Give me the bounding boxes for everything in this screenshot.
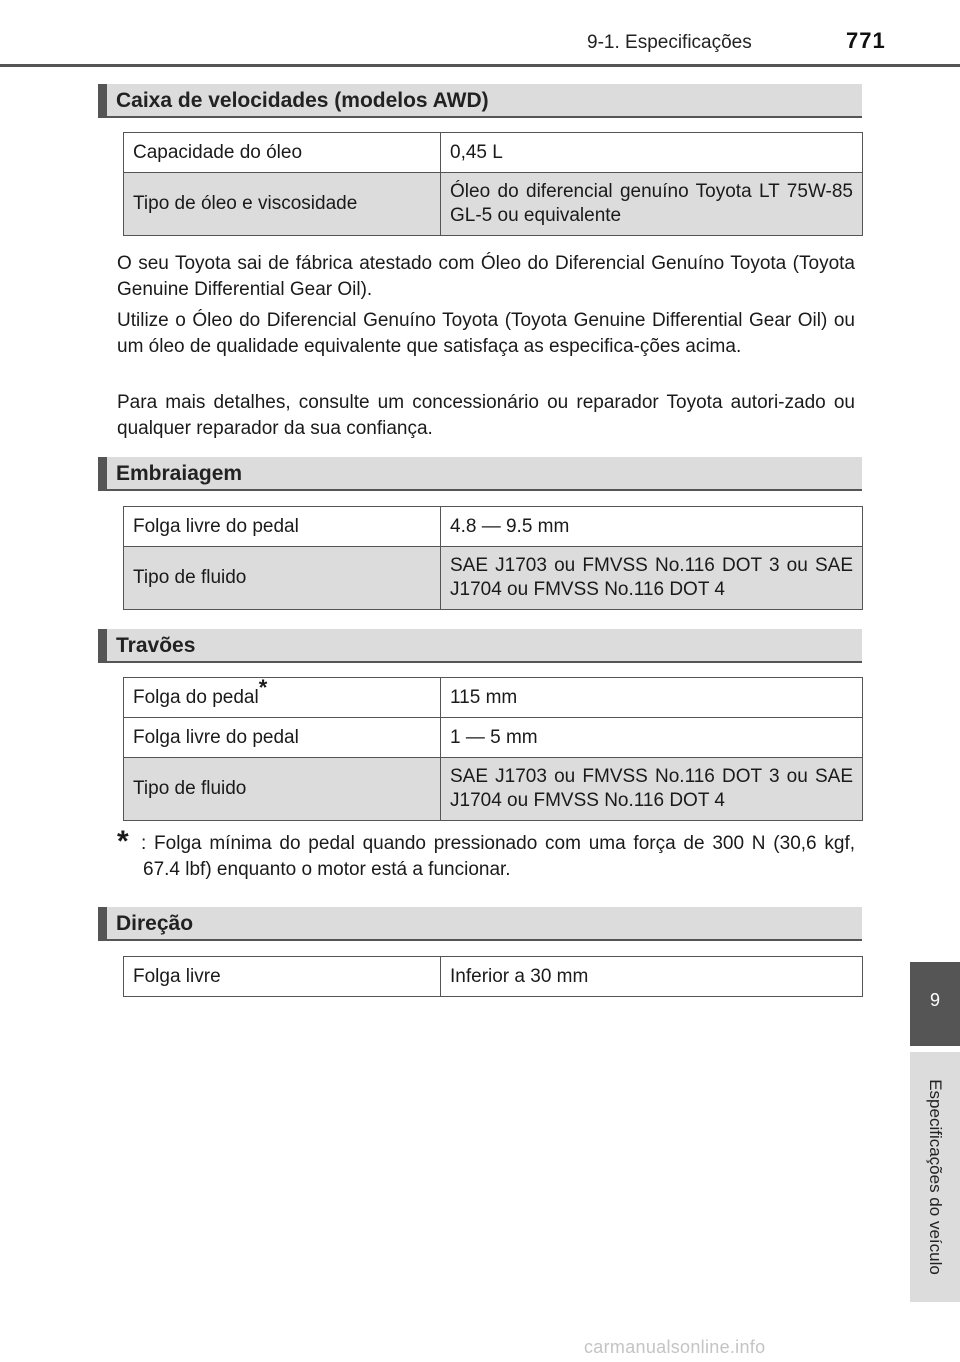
table-row: Tipo de fluido SAE J1703 ou FMVSS No.116…	[123, 757, 863, 821]
section-title: Direção	[116, 912, 194, 935]
section-title: Embraiagem	[116, 462, 243, 485]
table-row: Folga livre do pedal 1 — 5 mm	[123, 717, 863, 758]
section-bar-transmission: Caixa de velocidades (modelos AWD)	[98, 84, 862, 118]
section-title: Travões	[116, 634, 196, 657]
table-row: Capacidade do óleo 0,45 L	[123, 132, 863, 173]
footnote-marker: *	[258, 674, 268, 700]
page-number: 771	[846, 28, 886, 53]
table-row: Folga livre Inferior a 30 mm	[123, 956, 863, 997]
footnote-marker: *	[117, 825, 129, 858]
section-heading: 9-1. Especificações	[587, 32, 752, 53]
table-row: Folga livre do pedal 4.8 — 9.5 mm	[123, 506, 863, 547]
section-accent	[98, 907, 107, 939]
paragraph: Para mais detalhes, consulte um concessi…	[117, 392, 855, 439]
spec-table-transmission: Capacidade do óleo 0,45 L Tipo de óleo e…	[123, 132, 863, 236]
paragraph: Utilize o Óleo do Diferencial Genuíno To…	[117, 310, 855, 357]
table-cell-label: Tipo de fluido	[123, 546, 441, 610]
table-cell-label: Folga livre	[123, 956, 441, 997]
table-cell-label: Capacidade do óleo	[123, 132, 441, 173]
table-cell-value: SAE J1703 ou FMVSS No.116 DOT 3 ou SAE J…	[440, 546, 863, 610]
table-cell-label: Tipo de óleo e viscosidade	[123, 172, 441, 236]
table-cell-value: 4.8 — 9.5 mm	[440, 506, 863, 547]
footnote: * : Folga mínima do pedal quando pressio…	[117, 825, 855, 883]
spec-table-clutch: Folga livre do pedal 4.8 — 9.5 mm Tipo d…	[123, 506, 863, 610]
chapter-number: 9	[929, 990, 940, 1010]
table-cell-value: Inferior a 30 mm	[440, 956, 863, 997]
table-cell-value: 115 mm	[440, 677, 863, 718]
header-rule	[0, 64, 960, 67]
paragraph: O seu Toyota sai de fábrica atestado com…	[117, 253, 855, 300]
chapter-label: Especificações do veículo	[926, 1079, 945, 1275]
table-cell-value: SAE J1703 ou FMVSS No.116 DOT 3 ou SAE J…	[440, 757, 863, 821]
section-accent	[98, 457, 107, 489]
table-cell-value: Óleo do diferencial genuíno Toyota LT 75…	[440, 172, 863, 236]
table-cell-value: 1 — 5 mm	[440, 717, 863, 758]
table-row: Tipo de fluido SAE J1703 ou FMVSS No.116…	[123, 546, 863, 610]
spec-table-steering: Folga livre Inferior a 30 mm	[123, 956, 863, 997]
spec-table-brakes: Folga do pedal* 115 mm Folga livre do pe…	[123, 674, 863, 821]
section-accent	[98, 629, 107, 661]
table-row: Folga do pedal* 115 mm	[123, 674, 863, 718]
chapter-label-tab: Especificações do veículo	[910, 1052, 960, 1302]
table-cell-label-text: Folga do pedal	[133, 686, 259, 708]
section-title: Caixa de velocidades (modelos AWD)	[116, 89, 489, 112]
table-cell-label: Folga livre do pedal	[123, 506, 441, 547]
watermark: carmanualsonline.info	[584, 1337, 766, 1357]
table-cell-label: Tipo de fluido	[123, 757, 441, 821]
section-bar-clutch: Embraiagem	[98, 457, 862, 491]
table-cell-label: Folga do pedal*	[123, 674, 441, 718]
section-bar-steering: Direção	[98, 907, 862, 941]
table-row: Tipo de óleo e viscosidade Óleo do difer…	[123, 172, 863, 236]
section-bar-brakes: Travões	[98, 629, 862, 663]
table-cell-value: 0,45 L	[440, 132, 863, 173]
section-accent	[98, 84, 107, 116]
chapter-tab[interactable]: 9	[910, 962, 960, 1046]
table-cell-label: Folga livre do pedal	[123, 717, 441, 758]
footnote-text: : Folga mínima do pedal quando pressiona…	[141, 833, 855, 880]
